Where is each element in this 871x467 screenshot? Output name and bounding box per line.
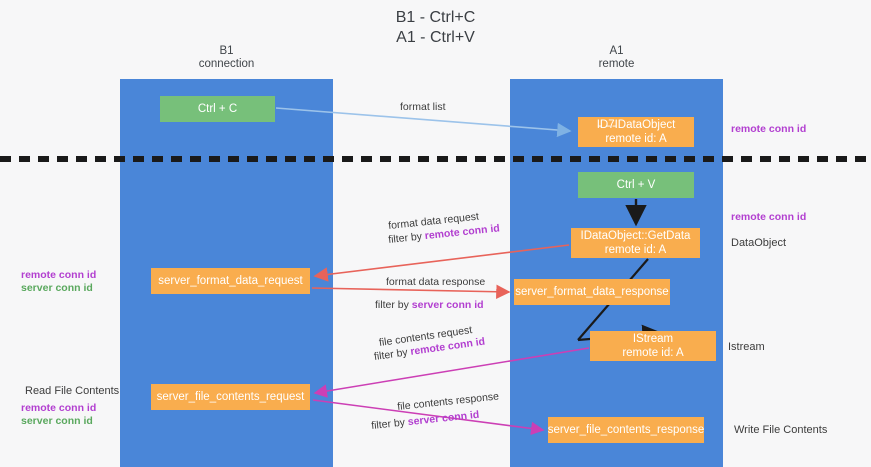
right-label-remote-conn-id-mid: remote conn id bbox=[731, 211, 807, 223]
swimlane-b1-header: B1 connection bbox=[198, 45, 255, 70]
right-label-dataobject: DataObject bbox=[731, 237, 787, 249]
label-file-contents-response-text: file contents response bbox=[396, 390, 500, 414]
left-label-read-file-contents: Read File Contents bbox=[25, 385, 120, 397]
diagram-title: B1 - Ctrl+C A1 - Ctrl+V bbox=[395, 9, 476, 46]
label-filter-server-conn-id-1: filter by server conn id bbox=[375, 298, 484, 312]
filter-by-text-2: filter by bbox=[375, 299, 412, 311]
left-label-remote-conn-id: remote conn id bbox=[21, 269, 97, 281]
label-format-list: format list bbox=[400, 101, 446, 113]
node-ctrl-c[interactable]: Ctrl + C bbox=[160, 96, 275, 122]
node-idataobject-getdata[interactable]: IDataObject::GetData remote id: A bbox=[571, 228, 700, 258]
node-idataobject[interactable]: I̵D̵7̵IDataObject remote id: A bbox=[578, 117, 694, 147]
left-label-server-conn-id-2: server conn id bbox=[21, 415, 93, 427]
node-server-format-data-request[interactable]: server_format_data_request bbox=[151, 268, 310, 294]
server-conn-id-text-1: server conn id bbox=[411, 299, 484, 311]
left-label-server-conn-id: server conn id bbox=[21, 282, 93, 294]
filter-by-text-3: filter by bbox=[373, 346, 412, 364]
filter-by-text-4: filter by bbox=[370, 416, 409, 433]
node-ctrl-v[interactable]: Ctrl + V bbox=[578, 172, 694, 198]
label-filter-server-conn-id-2: filter by server conn id bbox=[371, 408, 480, 433]
right-label-istream: Istream bbox=[728, 341, 765, 353]
node-istream[interactable]: IStream remote id: A bbox=[590, 331, 716, 361]
right-label-write-file-contents: Write File Contents bbox=[734, 424, 828, 436]
filter-by-text-1: filter by bbox=[387, 230, 426, 247]
right-label-remote-conn-id-top: remote conn id bbox=[731, 123, 807, 135]
label-format-data-response: format data response bbox=[386, 275, 485, 289]
left-label-remote-conn-id-2: remote conn id bbox=[21, 402, 97, 414]
label-format-data-response-text: format data response bbox=[386, 276, 486, 288]
node-server-file-contents-request[interactable]: server_file_contents_request bbox=[151, 384, 310, 410]
node-server-file-contents-response[interactable]: server_file_contents_response bbox=[548, 417, 704, 443]
phase-divider bbox=[0, 156, 871, 162]
swimlane-a1-header: A1 remote bbox=[598, 45, 635, 70]
node-server-format-data-response[interactable]: server_format_data_response bbox=[514, 279, 670, 305]
